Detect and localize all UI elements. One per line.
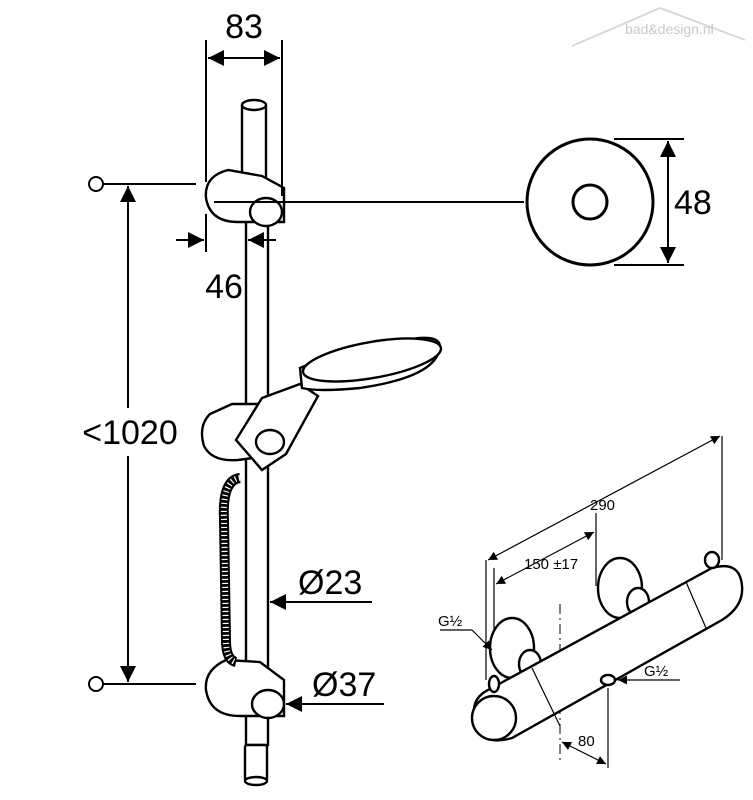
mixer-end-cap bbox=[470, 694, 518, 742]
label-centre-distance: 150 ±17 bbox=[524, 556, 578, 573]
label-rail-length: <1020 bbox=[82, 414, 178, 452]
dimension-rail-diameter: Ø23 bbox=[270, 564, 372, 610]
wall-rose-detail: 48 bbox=[214, 137, 712, 267]
shower-hose-outer bbox=[218, 473, 242, 667]
dimension-rail-length: <1020 bbox=[76, 186, 186, 682]
label-mixer-length: 290 bbox=[590, 497, 615, 514]
wall-rose-outer bbox=[525, 137, 655, 267]
top-bracket-knob bbox=[248, 196, 284, 228]
bottom-bracket-knob bbox=[250, 688, 286, 720]
dimension-holder-depth: 46 bbox=[176, 214, 276, 308]
watermark-text: bad&design.nl bbox=[625, 21, 714, 37]
rail-top-end bbox=[240, 98, 268, 112]
mixer-top-knob bbox=[703, 550, 721, 570]
mixer-left-pin bbox=[487, 674, 501, 694]
rail-bottom-end bbox=[243, 775, 269, 787]
dimension-holder-diameter: Ø37 bbox=[286, 666, 384, 712]
wall-anchor-top bbox=[88, 176, 104, 192]
label-holder-diameter: Ø37 bbox=[312, 666, 376, 704]
watermark-logo: bad&design.nl bbox=[571, 6, 746, 47]
label-rail-diameter: Ø23 bbox=[298, 564, 362, 602]
slider-knob bbox=[254, 428, 286, 456]
wall-anchor-bottom bbox=[88, 676, 104, 692]
label-rose-diameter: 48 bbox=[674, 184, 712, 222]
dimension-centre-distance bbox=[495, 531, 595, 585]
label-inlet-thread: G½ bbox=[438, 613, 463, 630]
label-bar-width: 83 bbox=[225, 8, 263, 46]
label-holder-depth: 46 bbox=[205, 268, 243, 306]
wall-rose-inner bbox=[571, 183, 609, 221]
rail-bottom-cap bbox=[243, 743, 269, 783]
hand-shower-holder bbox=[234, 382, 320, 472]
label-outlet-thread: G½ bbox=[644, 663, 669, 680]
shower-rail-assembly bbox=[88, 98, 443, 787]
dimension-outlet-offset bbox=[561, 741, 607, 765]
label-outlet-offset: 80 bbox=[578, 733, 595, 750]
thermostatic-mixer: 290 150 ±17 G½ G½ 80 bbox=[438, 435, 744, 768]
hand-shower-face bbox=[301, 337, 443, 383]
mixer-outlet bbox=[599, 673, 617, 687]
dimension-bar-width: 83 bbox=[205, 8, 283, 196]
